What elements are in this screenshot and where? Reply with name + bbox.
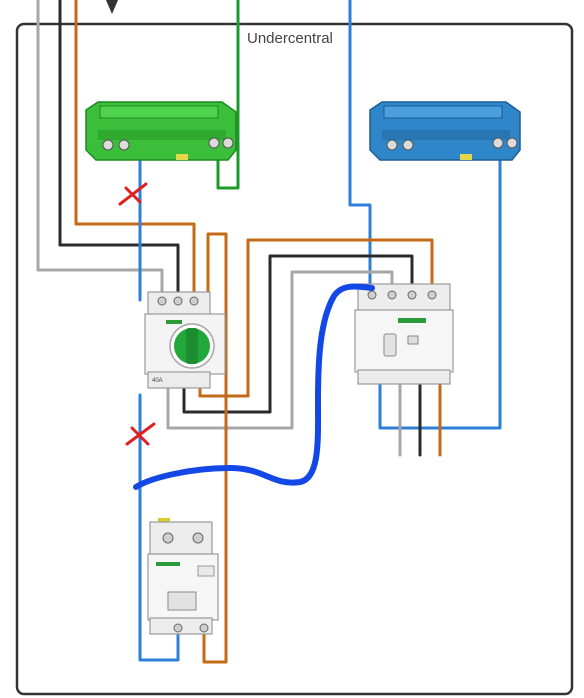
rcd-terminal-screw [407,290,417,300]
rcbo-device [147,518,219,635]
rcbo-toggle [167,591,197,611]
neutral-bar-screw [402,139,414,151]
rcbo-yellow-tab [158,518,170,524]
main-switch-bottom [147,371,211,389]
rcd-toggle [383,333,397,357]
hand-drawn-blue-wire [133,283,375,490]
rcd-test-button [407,335,419,345]
wire-brown-switch-to-rcd [198,238,434,398]
main-switch-rating: 40A [152,378,163,384]
rcd-terminal-screw [367,290,377,300]
wire-grey-switch-to-rcd [166,270,394,430]
earth-bar-screw [208,137,220,149]
rcbo-terminal-screw [199,623,209,633]
earth-bar-clip [176,154,188,160]
rcd-bottom-terminals [357,369,451,385]
cross-mark-lower [125,422,156,446]
wire-grey-incoming [36,0,164,294]
wire-black-switch-to-rcd [182,254,414,414]
wire-green-earth [216,0,240,190]
wire-brown-to-rcbo [202,232,228,664]
cross-mark-upper [118,182,148,206]
main-switch-brand-mark [166,320,182,324]
rcd-brand-mark [398,318,426,323]
enclosure-frame [15,22,574,696]
rcbo-terminal-screw [192,532,204,544]
rcbo-terminal-screw [173,623,183,633]
wire-blue-neutral-lower [138,393,180,662]
wire-black-incoming [58,0,180,294]
switch-terminal-screw [157,296,167,306]
earth-terminal-bar [85,101,237,161]
rcd-terminal-screw [427,290,437,300]
neutral-bar-screw [492,137,504,149]
neutral-bar-top-rail [383,105,503,119]
rcbo-brand-mark [156,562,180,566]
rcbo-terminal-screw [162,532,174,544]
main-switch-handle-bar [186,328,198,364]
earth-bar-screw [118,139,130,151]
incoming-arrow-icon [106,0,118,14]
rcd-terminal-screw [387,290,397,300]
switch-terminal-screw [189,296,199,306]
neutral-bar-screw [506,137,518,149]
enclosure-label: Undercentral [247,30,333,47]
wires [36,0,502,664]
earth-bar-screw [222,137,234,149]
earth-bar-rail [98,130,226,140]
earth-bar-top-rail [99,105,219,119]
wire-blue-rcd-in [348,0,372,294]
earth-bar-screw [102,139,114,151]
switch-terminal-screw [173,296,183,306]
neutral-bar-rail [382,130,510,140]
rcbo-label-plate [197,565,215,577]
wire-brown-incoming [74,0,196,294]
neutral-bar-clip [460,154,472,160]
neutral-bar-screw [386,139,398,151]
rcd-device [354,283,454,385]
neutral-terminal-bar [369,101,521,161]
main-switch: 40A [144,291,226,389]
